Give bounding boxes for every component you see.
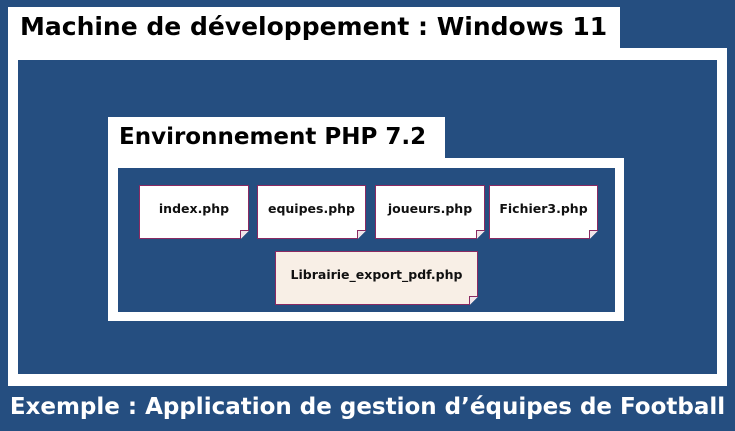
file-fichier3-php: Fichier3.php [489,185,598,239]
file-equipes-php: equipes.php [257,185,366,239]
file-librairie-export-pdf-php: Librairie_export_pdf.php [275,251,478,305]
php-environment-title: Environnement PHP 7.2 [119,124,427,150]
php-environment-title-tab [108,117,445,159]
file-index-php: index.php [139,185,249,239]
machine-title-tab [8,7,620,49]
machine-title: Machine de développement : Windows 11 [20,12,608,41]
diagram-caption: Exemple : Application de gestion d’équip… [9,394,726,420]
file-joueurs-php: joueurs.php [375,185,485,239]
